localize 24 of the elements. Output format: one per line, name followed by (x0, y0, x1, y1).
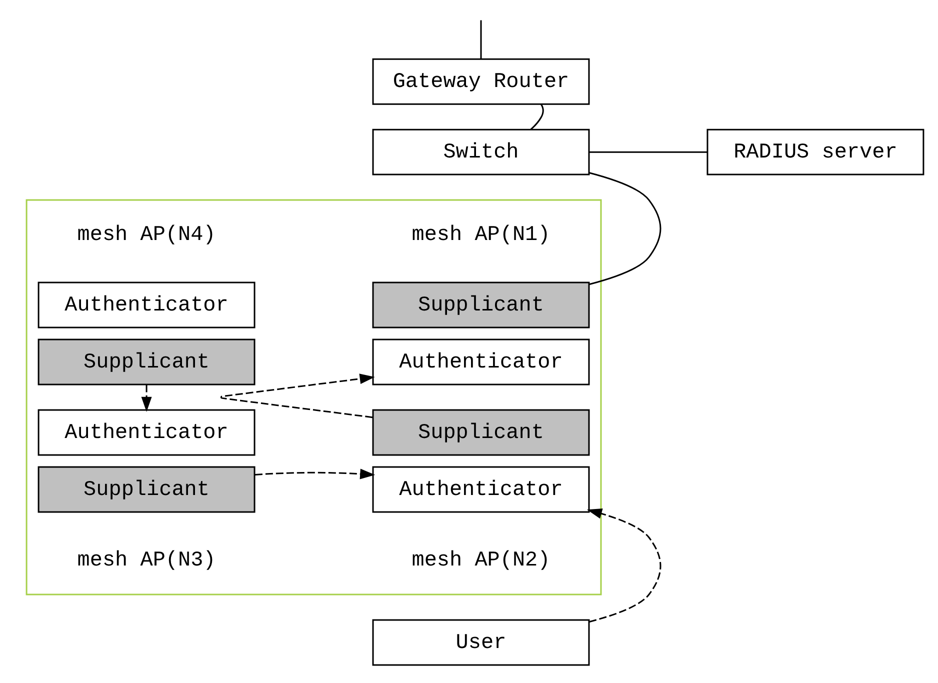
node-box: Supplicant (372, 281, 590, 328)
label: mesh AP(N1) (412, 224, 550, 247)
arrow (141, 384, 152, 412)
node-box: Authenticator (372, 466, 590, 512)
label: mesh AP(N2) (412, 549, 550, 572)
connector (480, 20, 482, 58)
connector (588, 172, 662, 285)
node-box: Supplicant (38, 466, 256, 512)
arrow (586, 508, 662, 622)
node-box: Supplicant (38, 338, 256, 385)
label: mesh AP(N4) (77, 224, 216, 247)
node-box: Gateway Router (372, 58, 590, 104)
node-box: Authenticator (38, 408, 256, 456)
arrow (254, 468, 376, 479)
node-box: RADIUS server (706, 128, 924, 175)
node-box: Authenticator (372, 338, 590, 385)
arrow (220, 373, 375, 418)
connector (530, 103, 544, 130)
label: mesh AP(N3) (77, 549, 216, 572)
connector (589, 150, 708, 152)
node-box: Supplicant (372, 408, 590, 456)
node-box: Authenticator (38, 281, 256, 328)
node-box: User (372, 618, 590, 666)
node-box: Switch (372, 128, 590, 175)
